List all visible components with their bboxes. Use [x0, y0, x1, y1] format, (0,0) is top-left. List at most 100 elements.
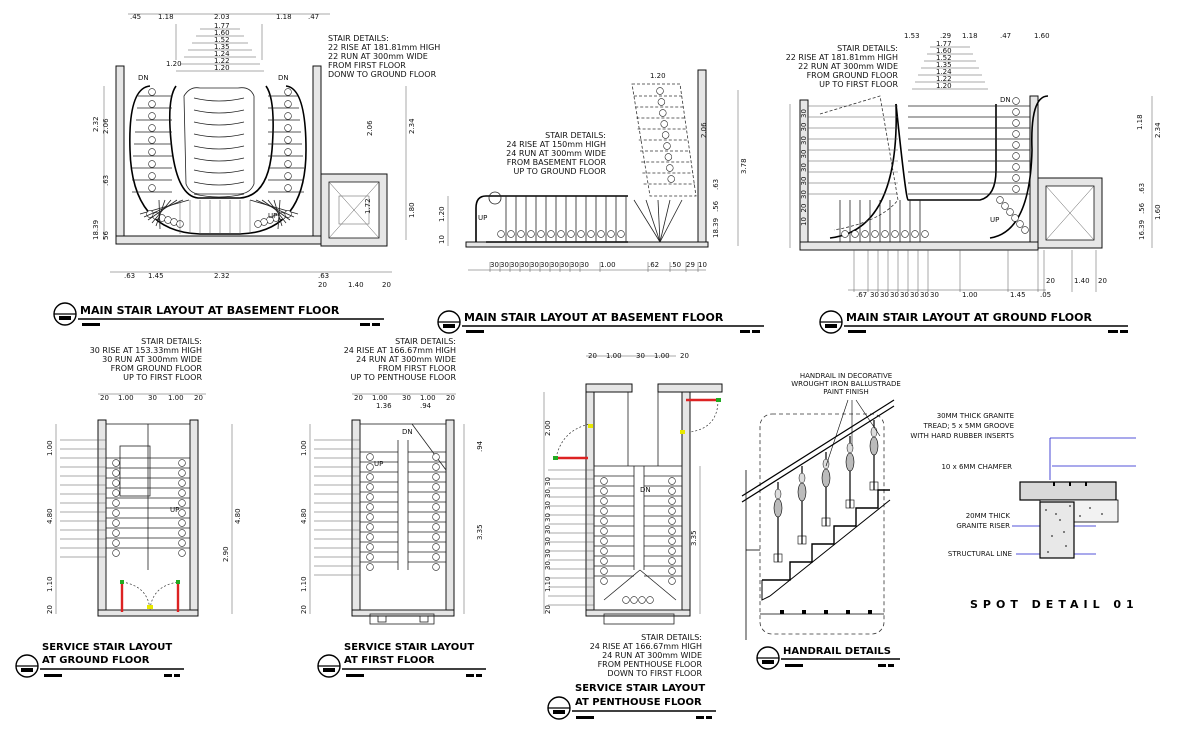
step-number-marker: [600, 487, 608, 495]
dim-text: 56: [102, 231, 110, 240]
step-number-marker: [1006, 208, 1014, 216]
dim-text: .47: [308, 13, 319, 21]
step-number-marker: [668, 537, 676, 545]
dim-text: 1.24: [214, 50, 230, 58]
step-number-marker: [668, 527, 676, 535]
step-number-marker: [881, 230, 889, 238]
detail-line: STAIR DETAILS:: [641, 633, 702, 642]
dim-text: .67: [856, 291, 867, 299]
step-number-marker: [659, 109, 667, 117]
dim-text: 2.34: [408, 118, 416, 134]
plan-ground: 1.771.601.521.351.241.221.20 1.53 .29 1.…: [786, 32, 1162, 334]
dim-text: 30: [544, 549, 552, 558]
dim-text: 30: [520, 261, 529, 269]
concrete-dot: [1079, 515, 1081, 517]
step-number-marker: [657, 98, 666, 106]
step-number-marker: [600, 537, 608, 545]
detail-line: STAIR DETAILS:: [328, 34, 389, 43]
detail-line: 24 RISE AT 150mm HIGH: [506, 140, 606, 149]
step-number-marker: [630, 596, 638, 604]
step-number-marker: [871, 230, 879, 238]
stacked-dimensions: 1.771.601.521.351.241.221.20: [912, 40, 988, 90]
dim-text: 1.45: [148, 272, 164, 280]
dim-text: .94: [420, 402, 432, 410]
step-number-marker: [432, 523, 440, 531]
dim-text: 2.90: [222, 546, 230, 562]
dim-text: 1.45: [1010, 291, 1026, 299]
step-number-marker: [600, 477, 608, 485]
dim-text: 3.35: [476, 524, 484, 540]
step-number-marker: [284, 136, 292, 144]
tread-curve: [193, 109, 245, 114]
landing: [119, 445, 151, 497]
step-number-marker: [668, 517, 676, 525]
wall-bottom: [585, 609, 691, 617]
wall-right: [189, 419, 199, 615]
dim-text: 1.22: [936, 75, 952, 83]
dim-text: 30: [148, 394, 157, 402]
note-line: WITH HARD RUBBER INSERTS: [910, 432, 1014, 440]
tread-curve: [193, 181, 245, 186]
dim-text: .47: [1000, 32, 1011, 40]
note-line: 10 x 6MM CHAMFER: [941, 463, 1012, 471]
note-line: PAINT FINISH: [823, 388, 868, 396]
dim-text: 30: [800, 123, 808, 132]
dim-text: 1.24: [936, 68, 952, 76]
spot-title: SPOT DETAIL 01: [970, 598, 1139, 611]
step-number-marker: [1012, 108, 1020, 116]
wall-left: [115, 65, 125, 243]
step-number-marker: [178, 459, 186, 467]
dim-text: 1.00: [600, 261, 616, 269]
baluster-base: [773, 553, 783, 563]
balusters-group: [773, 420, 879, 614]
dim-text: 1.00: [168, 394, 184, 402]
dim-text: 3.35: [690, 530, 698, 546]
dim-text: 30: [500, 261, 509, 269]
dim-text: 1.60: [214, 29, 230, 37]
stair-details: STAIR DETAILS: 30 RISE AT 153.33mm HIGH …: [90, 337, 203, 382]
step-number-marker: [178, 539, 186, 547]
tread-curve: [193, 157, 245, 162]
step-number-marker: [366, 473, 374, 481]
step-number-marker: [366, 503, 374, 511]
step-number-marker: [600, 577, 608, 585]
plan-title-line2: AT FIRST FLOOR: [344, 655, 435, 666]
step-number-marker: [507, 230, 515, 238]
step-number-marker: [996, 196, 1004, 204]
wall-top-right: [657, 383, 723, 393]
step-number-marker: [284, 124, 292, 132]
winder-line: [267, 199, 287, 224]
dim-text: 2.32: [214, 272, 230, 280]
detail-line: UP TO FIRST FLOOR: [819, 80, 898, 89]
detail-line: 24 RISE AT 166.67mm HIGH: [344, 346, 456, 355]
baluster-base: [869, 481, 879, 491]
tread-curve: [193, 193, 245, 198]
dim-text: 1.20: [650, 72, 666, 80]
step-number-marker: [366, 493, 374, 501]
concrete-dot: [1063, 531, 1065, 533]
dim-text: 2.03: [214, 13, 230, 21]
step-number-marker: [112, 499, 120, 507]
step-number-marker: [432, 513, 440, 521]
treads-group: [60, 439, 190, 558]
dim-text: 1.22: [214, 57, 230, 65]
dim-text: 30: [870, 291, 879, 299]
step-number-marker: [284, 160, 292, 168]
dim-text: 30: [510, 261, 519, 269]
dim-text: .45: [130, 13, 141, 21]
dim-text: 4.80: [234, 508, 242, 524]
step-number-marker: [178, 469, 186, 477]
handrail-note: HANDRAIL IN DECORATIVE WROUGHT IRON BALL…: [791, 372, 901, 396]
plan-basement-1: 1.771.601.521.351.241.221.20 .45 1.18 2.…: [53, 13, 440, 326]
dim-text: 20: [1098, 277, 1107, 285]
baluster-ornament: [846, 442, 854, 454]
step-number-marker: [497, 230, 505, 238]
winder-line: [273, 199, 283, 227]
step-number-marker: [366, 553, 374, 561]
dn-label: DN: [1000, 96, 1011, 104]
dim-text: 20: [354, 394, 363, 402]
step-number-marker: [112, 489, 120, 497]
